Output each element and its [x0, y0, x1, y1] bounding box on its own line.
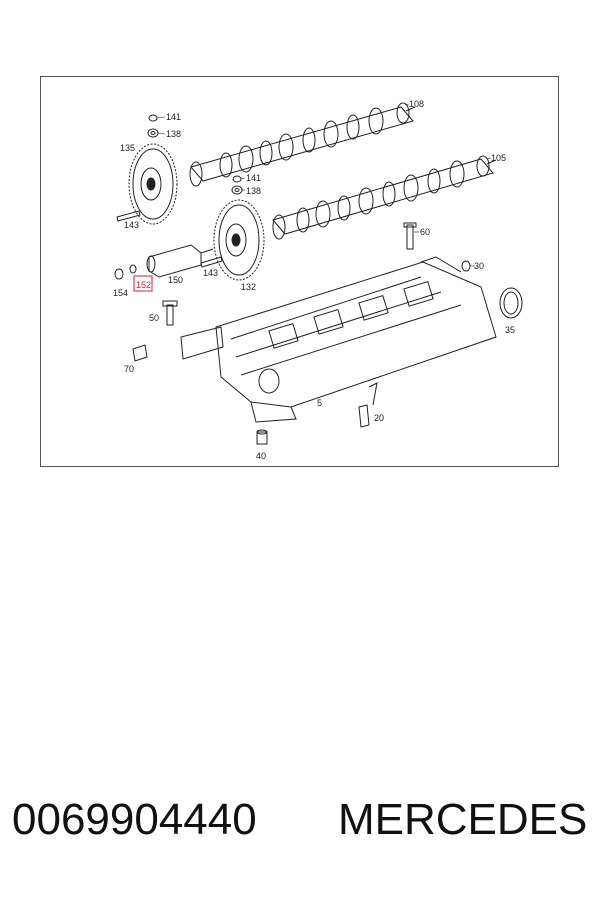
- callout-154: 154: [113, 288, 128, 298]
- camshaft-upper: [189, 102, 416, 187]
- callout-143-lower: 143: [203, 268, 218, 278]
- camshaft-lower: [272, 155, 497, 240]
- exploded-parts-diagram: 141 138 135 108 105 141 138 143 60 30 15…: [40, 76, 559, 467]
- callout-152: 152: [136, 280, 151, 290]
- brand-name: MERCEDES: [338, 795, 588, 844]
- callout-143-upper: 143: [124, 220, 139, 230]
- callout-50: 50: [149, 313, 159, 323]
- callout-108: 108: [409, 99, 424, 109]
- callout-152-highlight-box: [133, 275, 153, 292]
- sprocket-132: [213, 199, 265, 281]
- callout-70: 70: [124, 364, 134, 374]
- callout-141-lower: 141: [246, 173, 261, 183]
- callout-105: 105: [491, 153, 506, 163]
- callout-150: 150: [168, 275, 183, 285]
- cylinder-head-5: [180, 256, 497, 423]
- solenoid-150: [146, 244, 214, 278]
- callout-138-upper: 138: [166, 129, 181, 139]
- callout-135: 135: [120, 143, 135, 153]
- callout-20: 20: [374, 413, 384, 423]
- callout-40: 40: [256, 451, 266, 461]
- product-footer: 0069904440 MERCEDES: [0, 795, 600, 865]
- part-number: 0069904440: [12, 795, 257, 844]
- diagram-drawing: 141 138 135 108 105 141 138 143 60 30 15…: [113, 99, 523, 461]
- sprocket-135: [128, 143, 178, 225]
- callout-141-upper: 141: [166, 112, 181, 122]
- callout-5: 5: [317, 398, 322, 408]
- callout-30: 30: [474, 261, 484, 271]
- callout-132: 132: [241, 282, 256, 292]
- callout-35: 35: [505, 325, 515, 335]
- callout-138-lower: 138: [246, 186, 261, 196]
- callout-60: 60: [420, 227, 430, 237]
